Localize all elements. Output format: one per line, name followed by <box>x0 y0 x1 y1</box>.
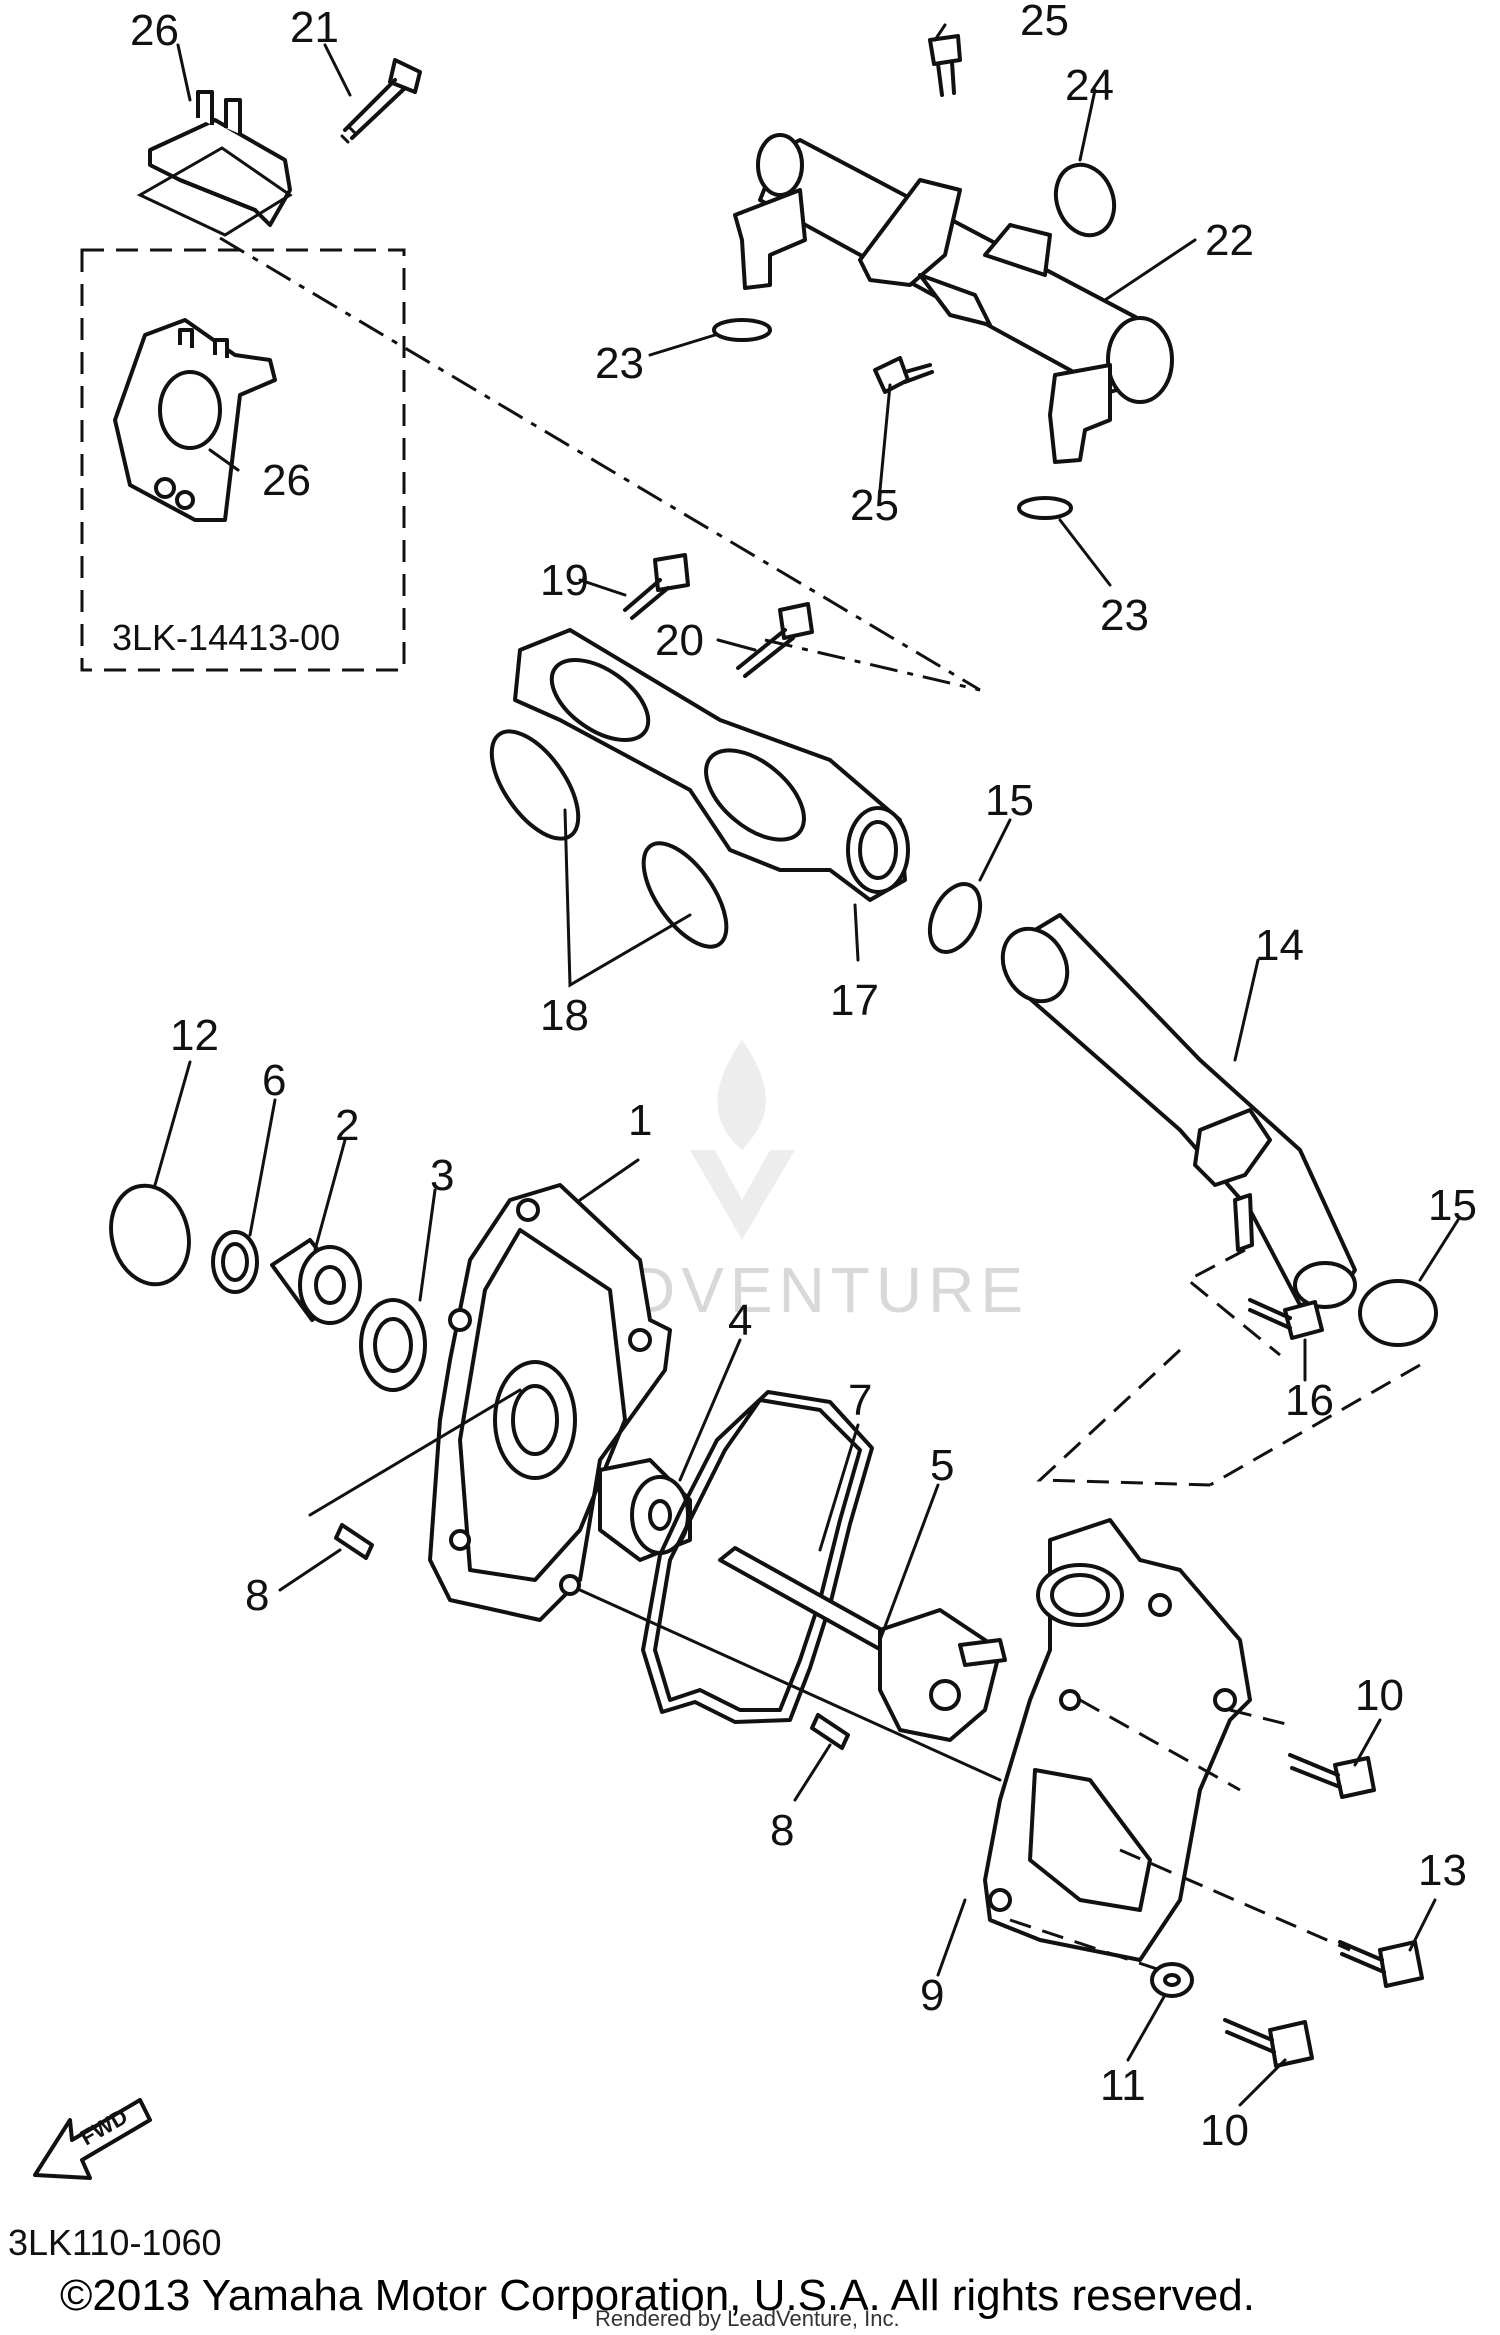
kit-part-number: 3LK-14413-00 <box>112 617 340 658</box>
rendered-by-text: Rendered by LeadVenture, Inc. <box>595 2306 900 2331</box>
callout-22: 22 <box>1205 216 1254 265</box>
part-14-pipe <box>1000 913 1357 1309</box>
part-7-gasket <box>653 1398 862 1712</box>
callout-26: 26 <box>262 456 311 505</box>
callout-5: 5 <box>930 1441 954 1490</box>
part-10-bolt-lower <box>1223 2018 1314 2068</box>
part-9-cover <box>983 1518 1252 1962</box>
callout-15: 15 <box>1428 1181 1477 1230</box>
part-19-bolt <box>623 553 690 620</box>
leader-line <box>308 1388 522 1517</box>
assembly-line <box>219 236 981 692</box>
assembly-line <box>1036 1348 1421 1487</box>
callout-21: 21 <box>290 3 339 52</box>
part-8-pin-lower <box>810 1713 850 1750</box>
callout-leaders <box>153 23 1460 2107</box>
callout-15: 15 <box>985 776 1034 825</box>
part-26-alt-bracket <box>113 318 277 522</box>
callout-3: 3 <box>430 1151 454 1200</box>
callout-25: 25 <box>1020 0 1069 45</box>
callout-10: 10 <box>1200 2106 1249 2155</box>
part-18-oring-a <box>489 729 581 841</box>
fwd-arrow-icon: FWD <box>33 2098 152 2180</box>
part-8-pin-upper <box>334 1523 374 1560</box>
callout-1: 1 <box>628 1096 652 1145</box>
part-11-washer <box>1150 1962 1194 1998</box>
part-13-bolt <box>1338 1940 1424 1988</box>
callout-6: 6 <box>262 1056 286 1105</box>
callout-11: 11 <box>1100 2061 1146 2110</box>
assembly-line <box>1079 1698 1291 1792</box>
part-26-bracket <box>148 90 292 227</box>
part-25-bolt-lower <box>873 356 934 394</box>
part-10-bolt-upper <box>1288 1753 1376 1799</box>
part-24-oring <box>1053 162 1117 238</box>
part-3-seal <box>359 1298 427 1392</box>
callout-23: 23 <box>595 339 644 388</box>
copyright-text: ©2013 Yamaha Motor Corporation, U.S.A. A… <box>60 2271 1255 2320</box>
watermark-logo <box>690 1040 795 1240</box>
part-2-bearing <box>270 1238 362 1325</box>
callout-20: 20 <box>655 616 704 665</box>
callout-9: 9 <box>920 1971 944 2020</box>
callout-19: 19 <box>540 556 589 605</box>
callout-24: 24 <box>1065 61 1114 110</box>
callout-8: 8 <box>770 1806 794 1855</box>
callout-14: 14 <box>1255 921 1304 970</box>
part-20-bolt <box>736 602 814 678</box>
part-22-pipe <box>733 133 1174 464</box>
callout-13: 13 <box>1418 1846 1467 1895</box>
part-6-circlip <box>211 1230 259 1294</box>
part-18-oring-b <box>641 841 729 949</box>
callout-7: 7 <box>848 1376 872 1425</box>
callout-26: 26 <box>130 6 179 55</box>
part-17-joint <box>513 628 910 902</box>
callout-2: 2 <box>335 1101 359 1150</box>
part-1-housing <box>428 1183 672 1622</box>
part-21-bolt <box>340 58 422 144</box>
callout-8: 8 <box>245 1571 269 1620</box>
assembly-line <box>764 638 981 692</box>
callout-17: 17 <box>830 976 879 1025</box>
diagram-code: 3LK110-1060 <box>8 2222 222 2263</box>
assembly-line <box>1009 1848 1351 1972</box>
part-15-oring-top <box>927 882 983 954</box>
kit-box <box>80 248 406 672</box>
part-16-bolt <box>1248 1298 1324 1340</box>
part-5-shaft <box>718 1546 1007 1742</box>
callouts: 26 21 25 24 22 23 26 25 23 19 20 15 18 1… <box>130 0 1477 2155</box>
assembly-line <box>1185 1248 1281 1357</box>
part-15-oring-bottom <box>1358 1279 1438 1347</box>
part-23-oring-left <box>712 318 772 342</box>
part-12-oring <box>109 1183 191 1287</box>
callout-18: 18 <box>540 991 589 1040</box>
part-25-bolt-top <box>928 34 962 97</box>
callout-25: 25 <box>850 481 899 530</box>
callout-12: 12 <box>170 1011 219 1060</box>
part-23-oring-right <box>1017 496 1073 520</box>
callout-10: 10 <box>1355 1671 1404 1720</box>
callout-23: 23 <box>1100 591 1149 640</box>
callout-16: 16 <box>1285 1376 1334 1425</box>
callout-4: 4 <box>728 1296 752 1345</box>
